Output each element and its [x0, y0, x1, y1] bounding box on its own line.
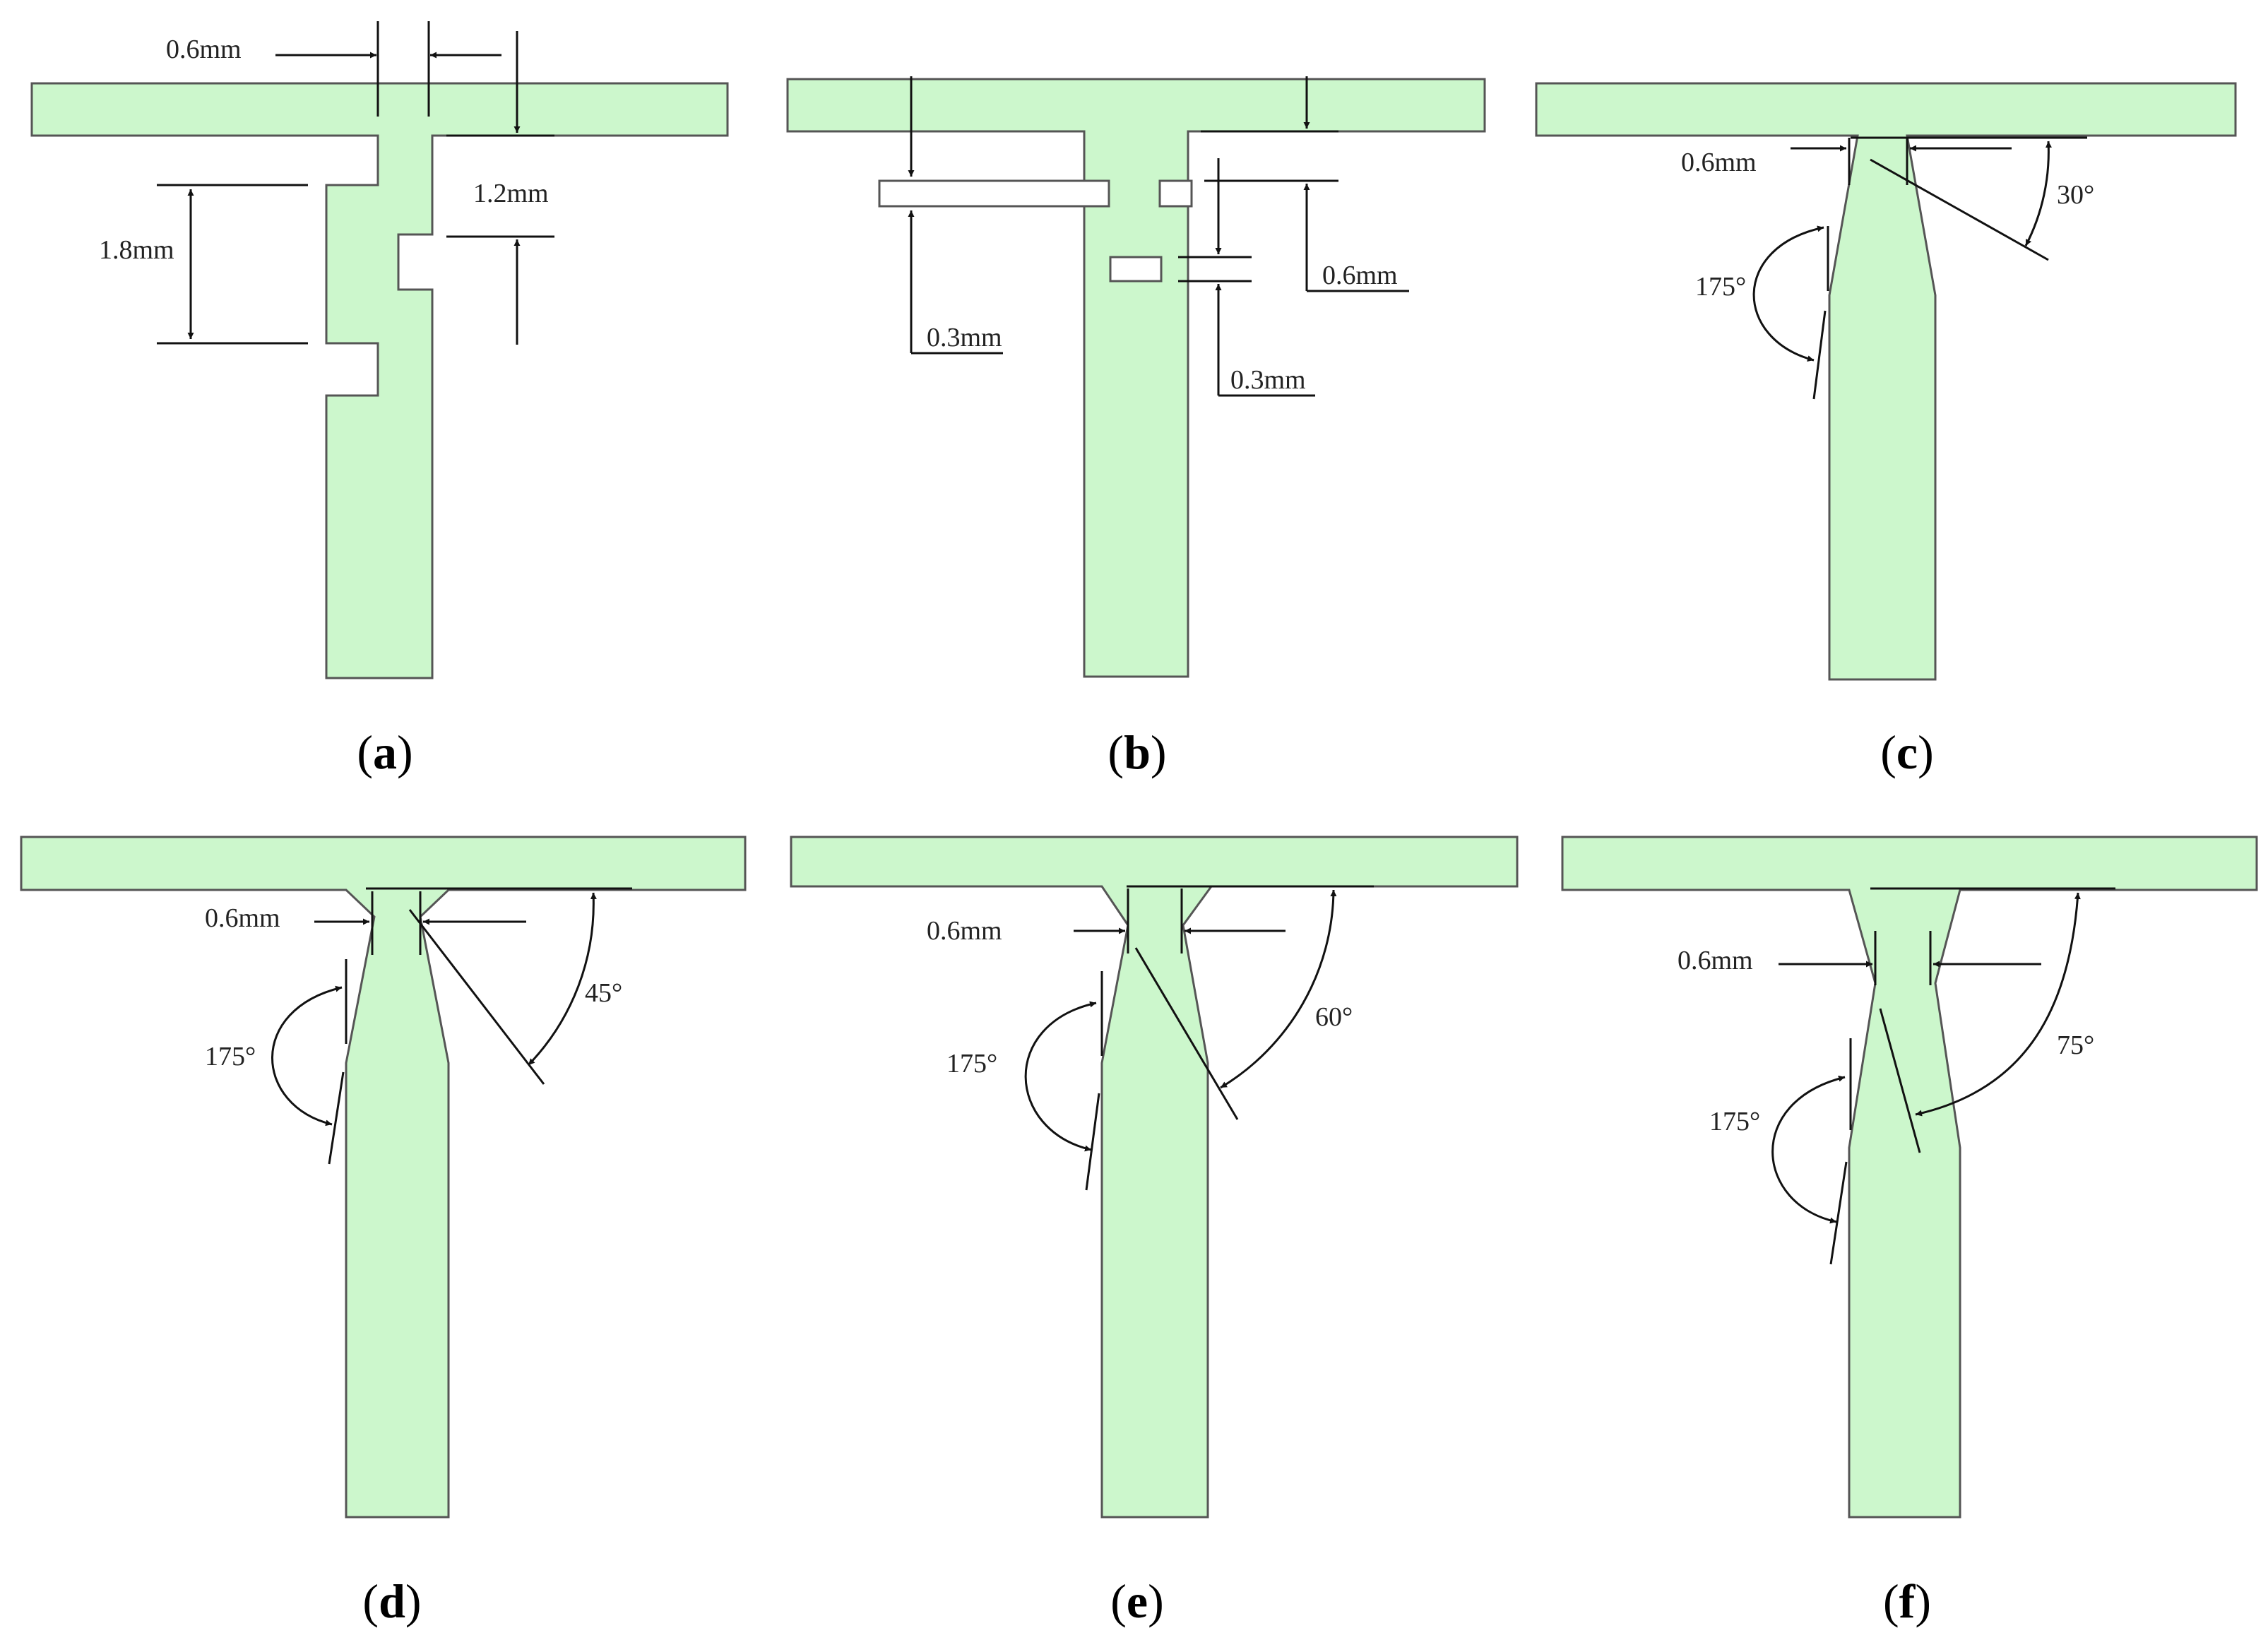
panel-b-dim-inner: 0.3mm: [1178, 158, 1315, 397]
panel-f-part: [1561, 836, 2258, 1519]
panel-b-slot-long: [878, 179, 1110, 208]
panel-f-label-2: 175°: [1709, 1107, 1760, 1136]
panel-e-dim-angle: 60°: [1127, 885, 1374, 1120]
panel-a-dim-width: 0.6mm: [166, 21, 501, 117]
caption-b: (b): [1108, 725, 1166, 779]
panel-b-dim-right: 0.6mm: [1201, 76, 1409, 292]
panel-c: 0.6mm 30° 175°: [1535, 82, 2237, 681]
panel-b-label-2: 0.3mm: [1230, 365, 1306, 395]
panel-d-label-2: 175°: [205, 1042, 256, 1071]
panel-d-dim-width: 0.6mm: [205, 891, 526, 955]
panel-f-label-0: 0.6mm: [1678, 946, 1753, 975]
panel-c-dim-width: 0.6mm: [1681, 138, 2012, 185]
panel-e-label-0: 0.6mm: [927, 916, 1002, 946]
panel-d-label-1: 45°: [585, 978, 622, 1008]
panel-c-dim-angle: 30°: [1851, 136, 2094, 261]
panel-a-label-2: 1.8mm: [99, 235, 174, 265]
panel-c-part: [1535, 82, 2237, 681]
panel-f-dim-draft: 175°: [1709, 1038, 1852, 1265]
panel-e: 0.6mm 60° 175°: [790, 836, 1519, 1519]
panel-a-label-0: 0.6mm: [166, 35, 242, 64]
panel-e-label-1: 60°: [1315, 1002, 1353, 1032]
panel-f-dim-width: 0.6mm: [1678, 931, 2041, 985]
panel-c-label-2: 175°: [1695, 272, 1746, 302]
panel-b: 0.3mm 0.6mm 0.3mm: [786, 76, 1486, 678]
panel-d-label-0: 0.6mm: [205, 903, 280, 933]
panel-b-label-0: 0.3mm: [927, 323, 1002, 352]
panel-b-label-1: 0.6mm: [1322, 261, 1398, 290]
panel-e-dim-width: 0.6mm: [927, 889, 1286, 953]
panel-a-part: [30, 82, 729, 679]
panel-b-dim-left: 0.3mm: [908, 76, 1003, 355]
caption-a: (a): [357, 725, 412, 779]
caption-f: (f): [1883, 1574, 1931, 1628]
panel-d-dim-draft: 175°: [205, 959, 348, 1165]
panel-d: 0.6mm 45° 175°: [20, 836, 747, 1519]
panel-c-dim-draft: 175°: [1695, 225, 1829, 400]
panel-e-label-2: 175°: [946, 1049, 997, 1079]
caption-d: (d): [362, 1574, 421, 1628]
panel-b-slot-inner: [1109, 256, 1163, 283]
panel-d-part: [20, 836, 747, 1519]
panel-b-slot-short: [1158, 179, 1193, 208]
panel-a-dim-depth: 1.2mm: [446, 31, 554, 345]
panel-d-dim-angle: 45°: [366, 887, 632, 1085]
panel-f-label-1: 75°: [2057, 1030, 2094, 1060]
panel-c-label-0: 0.6mm: [1681, 148, 1757, 177]
panel-f: 0.6mm 75° 175°: [1561, 836, 2258, 1519]
panel-e-part: [790, 836, 1519, 1519]
panel-a: 0.6mm 1.2mm 1.8mm: [30, 21, 729, 679]
caption-c: (c): [1880, 725, 1934, 779]
caption-e: (e): [1110, 1574, 1164, 1628]
panel-c-label-1: 30°: [2057, 180, 2094, 210]
panel-b-part: [786, 78, 1486, 678]
panel-f-dim-angle: 75°: [1870, 887, 2115, 1153]
panel-a-label-1: 1.2mm: [473, 179, 549, 208]
panel-a-dim-pitch: 1.8mm: [99, 184, 308, 345]
panel-e-dim-draft: 175°: [946, 971, 1103, 1191]
